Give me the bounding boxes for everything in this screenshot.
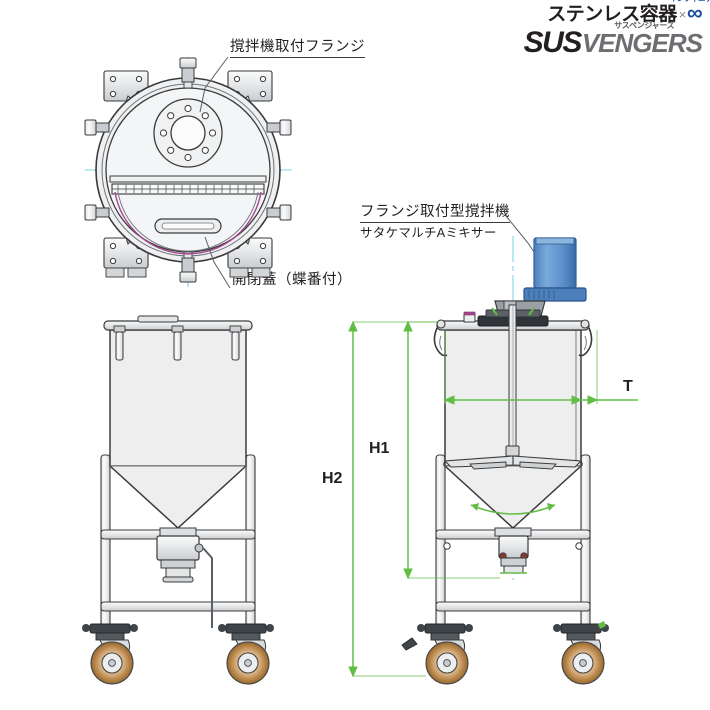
clamp-latch — [171, 325, 184, 361]
top-view-hinged-lid-outline — [114, 191, 262, 255]
mixer-impeller — [443, 455, 583, 470]
wordmark-kana-label: サスペンジャーズ — [614, 20, 675, 30]
dimension-label-t: T — [623, 378, 633, 395]
top-view-hinged-lid-outline-inner — [117, 191, 259, 252]
mixer-shaft-collar — [505, 445, 520, 457]
dimension-label-h2: H2 — [322, 470, 343, 487]
wordmark-prefix: SUS — [523, 26, 583, 59]
right-elevation-caster-left — [401, 623, 473, 685]
wordmark-suffix: VENGERS — [581, 27, 703, 58]
brand-wordmark: SUS サスペンジャーズ VENGERS — [523, 21, 703, 59]
leader-mixer-flange — [199, 56, 229, 113]
dimension-id — [443, 330, 583, 405]
left-elevation-rim — [103, 315, 253, 331]
top-view-lid-handle — [154, 218, 222, 234]
infinity-kana-label: インフィニティ — [670, 0, 710, 3]
right-elevation-caster-right — [553, 621, 609, 685]
top-view-hinge-bar — [109, 175, 267, 195]
callout-mixer-flange-label: 撹拌機取付フランジ — [230, 38, 365, 59]
callout-flange-mixer: フランジ取付型撹拌機 サタケマルチAミキサー — [360, 203, 510, 242]
dimension-label-h1: H1 — [369, 440, 390, 457]
top-view-clamp-right-upper — [266, 119, 292, 136]
left-elevation-drawing — [82, 315, 274, 685]
right-elevation-side-clamps — [433, 319, 593, 357]
right-elevation-discharge-valve — [494, 527, 532, 574]
cone-angle-indicator — [470, 503, 556, 515]
left-elevation-discharge-valve — [156, 527, 213, 628]
infinity-icon: ∞ — [686, 0, 703, 25]
mixer-motor-body — [533, 237, 577, 289]
mixer-gearbox — [523, 287, 587, 302]
mixer-mount-indicator — [491, 307, 535, 316]
left-elevation-cone — [109, 465, 247, 530]
top-view-clamp-left-lower — [84, 204, 110, 221]
leader-hinged-lid — [204, 236, 231, 289]
infinity-group: インフィニティ ∞ — [670, 0, 710, 24]
brand-tagline-text: ステンレス容器 — [547, 3, 677, 25]
left-elevation-clamps — [113, 325, 242, 361]
brand-tagline: ステンレス容器 × インフィニティ ∞ — [524, 0, 710, 25]
mixer-motor-cap — [535, 237, 575, 245]
top-view-clamp-bottom — [179, 251, 197, 283]
dimension-lines — [348, 320, 638, 678]
left-elevation-frame — [100, 419, 256, 631]
mixer-assembly — [443, 237, 587, 470]
mixer-shaft — [508, 304, 517, 456]
callout-flange-mixer-title: フランジ取付型撹拌機 — [360, 203, 510, 224]
multiply-icon: × — [678, 6, 687, 22]
top-view-clamp-left-upper — [84, 119, 110, 136]
left-elevation-caster-right — [218, 623, 274, 685]
wordmark-suffix-group: サスペンジャーズ VENGERS — [582, 21, 703, 56]
callout-flange-mixer-sub: サタケマルチAミキサー — [360, 226, 497, 241]
top-view-clamp-top — [179, 57, 197, 89]
dimension-h2 — [348, 320, 437, 678]
leader-flange-mixer — [505, 215, 535, 253]
right-elevation-cone — [444, 465, 582, 530]
right-elevation-drawing — [401, 236, 609, 685]
callout-mixer-flange: 撹拌機取付フランジ — [230, 38, 365, 59]
dimension-t — [581, 330, 638, 405]
top-view-clamp-right-lower — [266, 204, 292, 221]
top-view-drawing — [84, 57, 292, 288]
left-elevation-caster-left — [82, 623, 138, 685]
brand-logo: ステンレス容器 × インフィニティ ∞ SUS サスペンジャーズ VENGERS — [523, 0, 710, 59]
mixer-gearbox-fins — [528, 290, 555, 299]
clamp-latch — [113, 325, 126, 361]
top-view-mixer-flange — [153, 98, 223, 168]
top-view-leader-lines — [199, 56, 231, 289]
clamp-latch — [229, 325, 242, 361]
